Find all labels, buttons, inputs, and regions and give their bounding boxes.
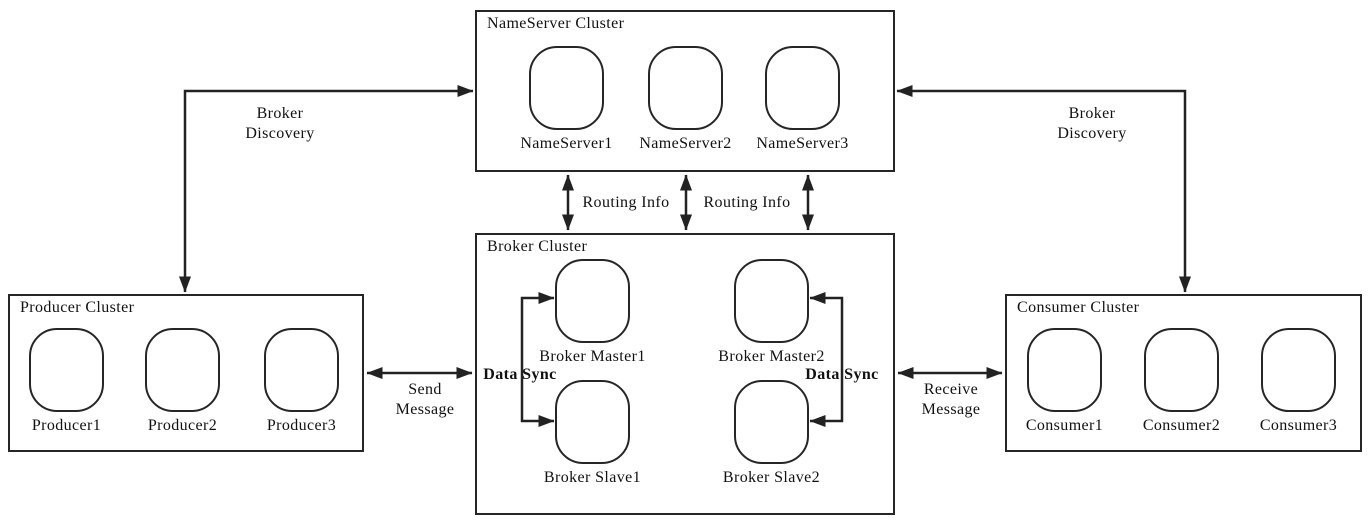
edge-label-receive-message: Receive Message xyxy=(921,381,981,418)
server-shape-icon xyxy=(1027,328,1102,412)
node-label-producer2: Producer2 xyxy=(147,417,218,434)
node-producer3: Producer3 xyxy=(264,328,339,434)
edge-label-data-sync-right: Data Sync xyxy=(805,366,879,383)
node-nameserver2: NameServer2 xyxy=(639,46,731,152)
node-label-producer1: Producer1 xyxy=(31,417,102,434)
node-label-broker-slave2: Broker Slave2 xyxy=(722,469,821,486)
node-broker-slave1: Broker Slave1 xyxy=(544,380,641,486)
cluster-nameserver-title: NameServer Cluster xyxy=(487,15,625,32)
server-shape-icon xyxy=(29,328,104,412)
node-producer1: Producer1 xyxy=(29,328,104,434)
node-label-producer3: Producer3 xyxy=(266,417,337,434)
server-shape-icon xyxy=(264,328,339,412)
node-producer2: Producer2 xyxy=(145,328,220,434)
node-consumer3: Consumer3 xyxy=(1260,328,1337,434)
cluster-broker: Broker Cluster xyxy=(475,233,895,515)
node-label-nameserver1: NameServer1 xyxy=(520,135,613,152)
edge-label-broker-discovery-right: Broker Discovery xyxy=(1057,105,1127,142)
edge-label-data-sync-left: Data Sync xyxy=(483,366,557,383)
node-label-consumer2: Consumer2 xyxy=(1142,417,1221,434)
cluster-producer: Producer Cluster xyxy=(8,294,364,452)
cluster-consumer: Consumer Cluster xyxy=(1005,294,1362,452)
server-shape-icon xyxy=(1261,328,1336,412)
server-shape-icon xyxy=(734,380,809,464)
edge-label-broker-discovery-left: Broker Discovery xyxy=(245,105,315,142)
server-shape-icon xyxy=(734,259,809,343)
node-label-consumer1: Consumer1 xyxy=(1025,417,1104,434)
server-shape-icon xyxy=(529,46,604,130)
server-shape-icon xyxy=(765,46,840,130)
node-label-broker-master2: Broker Master2 xyxy=(718,348,825,365)
cluster-producer-title: Producer Cluster xyxy=(20,299,135,316)
node-label-consumer3: Consumer3 xyxy=(1259,417,1338,434)
node-consumer1: Consumer1 xyxy=(1026,328,1103,434)
edge-label-routing-info-right: Routing Info xyxy=(703,194,791,211)
edge-label-send-message: Send Message xyxy=(395,381,455,418)
node-label-broker-slave1: Broker Slave1 xyxy=(543,469,642,486)
edge-broker-discovery-left xyxy=(179,85,474,293)
node-nameserver3: NameServer3 xyxy=(756,46,848,152)
server-shape-icon xyxy=(145,328,220,412)
node-broker-master1: Broker Master1 xyxy=(539,259,645,365)
node-label-nameserver3: NameServer3 xyxy=(756,135,849,152)
node-label-broker-master1: Broker Master1 xyxy=(539,348,646,365)
node-label-nameserver2: NameServer2 xyxy=(639,135,732,152)
cluster-nameserver: NameServer Cluster xyxy=(475,10,895,172)
node-broker-slave2: Broker Slave2 xyxy=(723,380,820,486)
server-shape-icon xyxy=(555,259,630,343)
node-broker-master2: Broker Master2 xyxy=(718,259,824,365)
node-nameserver1: NameServer1 xyxy=(520,46,612,152)
server-shape-icon xyxy=(555,380,630,464)
cluster-consumer-title: Consumer Cluster xyxy=(1017,299,1140,316)
server-shape-icon xyxy=(648,46,723,130)
edge-broker-discovery-right xyxy=(896,85,1191,293)
server-shape-icon xyxy=(1144,328,1219,412)
edge-label-routing-info-left: Routing Info xyxy=(582,194,670,211)
cluster-broker-title: Broker Cluster xyxy=(487,238,588,255)
node-consumer2: Consumer2 xyxy=(1143,328,1220,434)
